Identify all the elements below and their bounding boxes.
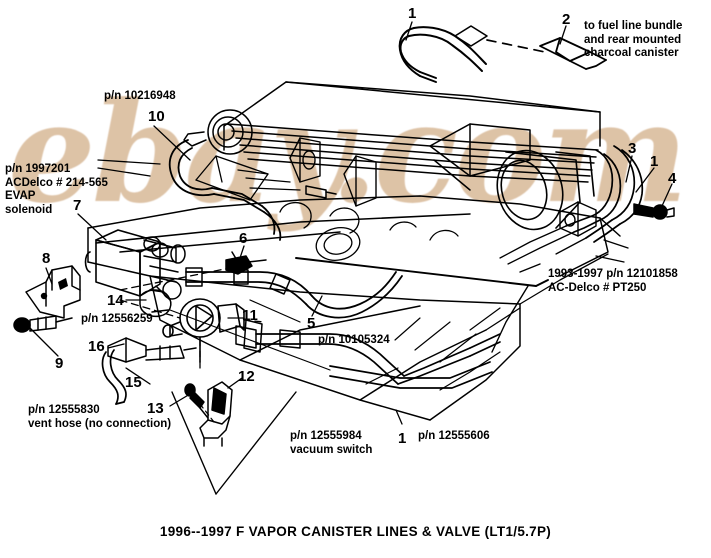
hose-5-collar-b [235,319,301,353]
front-bracket-a [289,137,321,183]
callout-pn-12556259: p/n 12556259 [81,313,153,325]
item-number-1-top: 1 [408,5,417,22]
clamp-6 [225,251,267,275]
item-number-11: 11 [242,307,258,324]
evap-solenoid-ports [143,236,186,301]
vent-hose-connector-16 [107,337,197,363]
bottom-v-leaders [171,391,297,495]
leader-pt250 [295,257,549,287]
upper-fuel-hose [398,26,487,83]
intake-plenum [223,81,601,183]
fuel-line-connector-2 [539,37,607,70]
item-number-13: 13 [147,400,164,417]
callout-pn-12101858: 1993-1997 p/n 12101858 AC-Delco # PT250 [548,268,678,294]
stud-13 [184,383,209,419]
bracket-12-dashed [199,403,215,423]
engine-block-body [87,195,621,421]
distributor-cap [183,109,253,155]
callout-fuel-line-bundle: to fuel line bundle and rear mounted cha… [584,20,683,60]
hose-5-upper [185,271,403,319]
vacuum-valve-11 [162,298,245,363]
callout-evap-solenoid: p/n 1997201 ACDelco # 214-565 EVAP solen… [5,163,108,216]
item-number-5: 5 [307,315,316,332]
item-number-14: 14 [107,292,124,309]
item-number-6: 6 [239,230,248,247]
callout-pn-12555984: p/n 12555984 vacuum switch [290,430,373,456]
callout-pn-10216948: p/n 10216948 [104,90,176,102]
leader-pt250-branch [491,263,541,353]
hose-coupler-a [454,25,488,47]
hose-dashed-link [486,39,546,53]
diagram-title: 1996--1997 F VAPOR CANISTER LINES & VALV… [159,524,552,539]
item-number-2: 2 [562,11,571,28]
item-number-1-bottom: 1 [398,430,407,447]
item-number-1-right: 1 [650,153,659,170]
item-number-15: 15 [125,374,142,391]
manifold-front-detail [195,155,301,201]
intake-runner-ports [279,201,459,261]
item-number-12: 12 [238,368,255,385]
callout-pn-12555606: p/n 12555606 [418,430,490,442]
item-number-10: 10 [148,108,165,125]
right-hose-1 [585,145,644,243]
leader-lines [29,21,673,425]
callout-pn-12555830: p/n 12555830 vent hose (no connection) [28,404,172,430]
connector-14 [139,289,172,318]
item-number-7: 7 [73,197,82,214]
sensor-stud [305,185,337,199]
item-number-8: 8 [42,250,51,267]
item-number-16: 16 [88,338,105,355]
bolt-4 [633,203,675,220]
item-number-4: 4 [668,170,677,187]
plenum-right-block [429,123,531,191]
solenoid-dashed-mount [119,265,241,319]
right-lower-lines [499,225,629,265]
lower-hose-12555606 [329,361,493,389]
item-number-9: 9 [55,355,64,372]
bolt-9 [13,315,73,333]
front-bracket-b [343,155,377,207]
hose-5-lower [255,333,501,385]
engine-right-edge [485,253,609,331]
callout-pn-10105324: p/n 10105324 [318,334,390,346]
vent-hose-15 [101,349,127,405]
bracket-12 [199,381,233,447]
item-number-3: 3 [628,140,637,157]
right-connector-block [559,201,597,237]
mount-bracket-8 [25,265,81,319]
